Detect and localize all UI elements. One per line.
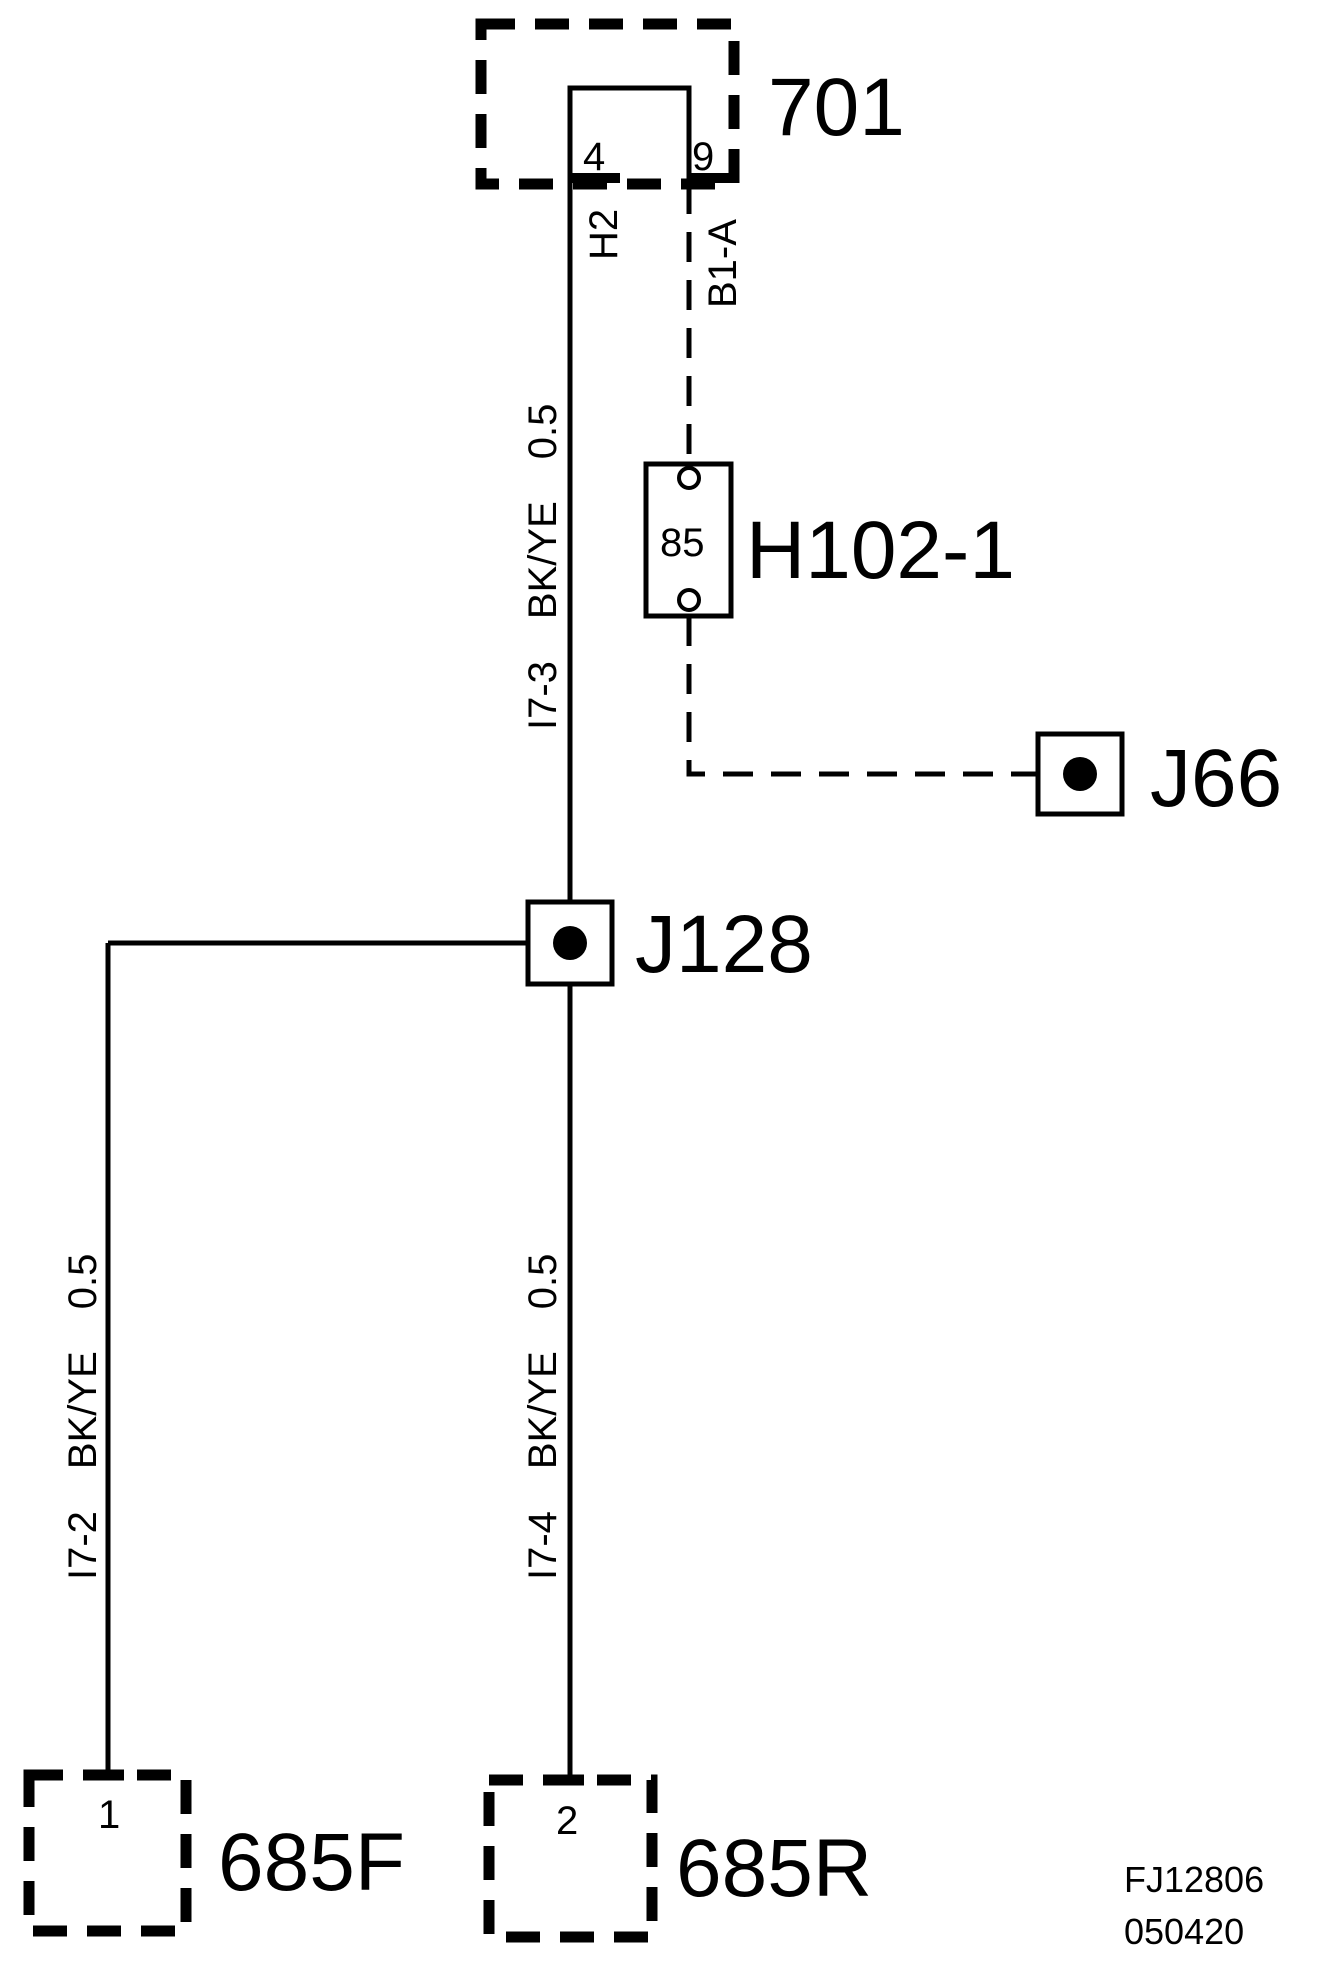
- h102-1-pin-85: 85: [660, 521, 705, 565]
- h102-1-label: H102-1: [746, 505, 1015, 596]
- h102-1-terminal-top: [677, 466, 701, 490]
- connector-701-pin-4: 4: [583, 135, 605, 179]
- splice-j66-box: [1035, 731, 1125, 817]
- connector-685f-label: 685F: [218, 1817, 405, 1908]
- connector-701-cavity-h2: H2: [582, 209, 626, 260]
- wire-i7-2-size: 0.5: [61, 1254, 105, 1310]
- connector-701-label: 701: [768, 62, 905, 153]
- wire-i7-2-circuit: I7-2: [61, 1511, 105, 1580]
- connector-701-internal-link: [567, 85, 692, 184]
- wire-i7-3-label: I7-3 BK/YE 0.5: [521, 404, 565, 730]
- wire-i7-3-circuit: I7-3: [521, 661, 565, 730]
- connector-701-pin-9: 9: [692, 135, 714, 179]
- splice-j66-dot: [1063, 757, 1097, 791]
- wire-i7-3-size: 0.5: [521, 404, 565, 460]
- wire-i7-3-color: BK/YE: [521, 501, 565, 619]
- connector-685f-pin-1: 1: [98, 1793, 120, 1837]
- wire-i7-4-circuit: I7-4: [521, 1511, 565, 1580]
- wire-i7-4-label: I7-4 BK/YE 0.5: [521, 1254, 565, 1580]
- splice-j128-dot: [553, 926, 587, 960]
- wire-i7-2-label: I7-2 BK/YE 0.5: [61, 1254, 105, 1580]
- drawing-code-line1: FJ12806: [1124, 1859, 1264, 1900]
- drawing-code-line2: 050420: [1124, 1911, 1244, 1952]
- splice-j128-label: J128: [635, 899, 813, 990]
- splice-j66-label: J66: [1150, 733, 1282, 824]
- wire-h102-to-j66: [686, 616, 1038, 777]
- wire-i7-2-color: BK/YE: [61, 1351, 105, 1469]
- wire-i7-4-size: 0.5: [521, 1254, 565, 1310]
- wire-i7-4-color: BK/YE: [521, 1351, 565, 1469]
- connector-685r-label: 685R: [676, 1823, 872, 1914]
- h102-1-terminal-bottom: [677, 588, 701, 612]
- connector-701-outline: [475, 18, 740, 190]
- connector-685r-pin-2: 2: [556, 1799, 578, 1843]
- connector-701-cavity-b1a: B1-A: [701, 219, 745, 308]
